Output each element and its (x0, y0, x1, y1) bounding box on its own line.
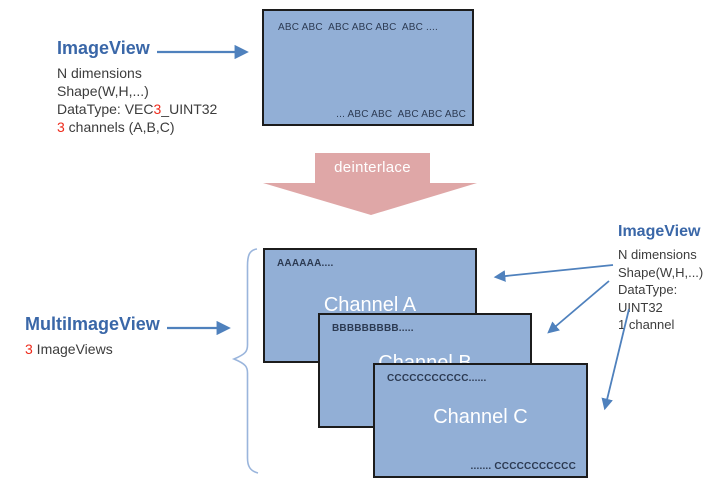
interlaced-bottom-text: ... ABC ABC ABC ABC ABC (336, 109, 466, 120)
source-datatype-line: DataType: VEC3_UINT32 (57, 100, 217, 118)
channel-a-label: Channel A (323, 294, 417, 316)
interlaced-image-box: ABC ABC ABC ABC ABC ABC .... ... ABC ABC… (262, 9, 474, 126)
result-datatype-line: DataType: UINT32 (618, 282, 678, 315)
multiimageview-block: MultiImageView 3 ImageViews (25, 314, 160, 358)
multiimageview-count-post: ImageViews (32, 341, 113, 357)
channel-c-box: CCCCCCCCCCC...... Channel C ....... CCCC… (373, 363, 588, 478)
channel-a-corner-text: AAAAAA.... (277, 258, 334, 269)
source-shape-line: Shape(W,H,...) (57, 83, 149, 99)
source-dims-line: N dimensions (57, 65, 142, 81)
source-channels-red-digit: 3 (57, 119, 65, 135)
result-shape-line: Shape(W,H,...) (618, 264, 704, 280)
channel-c-label: Channel C (433, 406, 528, 428)
multiimageview-count-line: 3 ImageViews (25, 340, 160, 358)
multiimageview-title: MultiImageView (25, 314, 160, 334)
source-channels-line: 3 channels (A,B,C) (57, 118, 217, 136)
channel-c-bottom-text: ....... CCCCCCCCCCC (470, 461, 576, 472)
result-dims-line: N dimensions (618, 247, 697, 262)
source-imageview-title: ImageView (57, 38, 150, 58)
source-datatype-post: _UINT32 (161, 101, 218, 117)
result-imageview-block: ImageView N dimensions Shape(W,H,...) Da… (618, 222, 724, 334)
result-imageview-title: ImageView (618, 223, 701, 240)
multiimageview-count-red-digit: 3 (25, 341, 33, 357)
source-channels-post: channels (A,B,C) (64, 119, 175, 135)
source-datatype-red-digit: 3 (153, 101, 162, 117)
source-imageview-block: ImageView N dimensions Shape(W,H,...) Da… (57, 38, 217, 136)
arrow-to-channel-b (547, 280, 610, 334)
channel-b-corner-text: BBBBBBBBB..... (332, 323, 414, 334)
arrow-to-channel-a (493, 264, 614, 282)
imageviews-brace (231, 248, 259, 474)
interlaced-top-text: ABC ABC ABC ABC ABC ABC .... (278, 22, 438, 33)
result-channel-line: 1 channel (618, 317, 675, 332)
channel-c-corner-text: CCCCCCCCCCC...... (387, 373, 487, 384)
deinterlace-label: deinterlace (334, 159, 411, 176)
source-datatype-pre: DataType: VEC (57, 101, 154, 117)
